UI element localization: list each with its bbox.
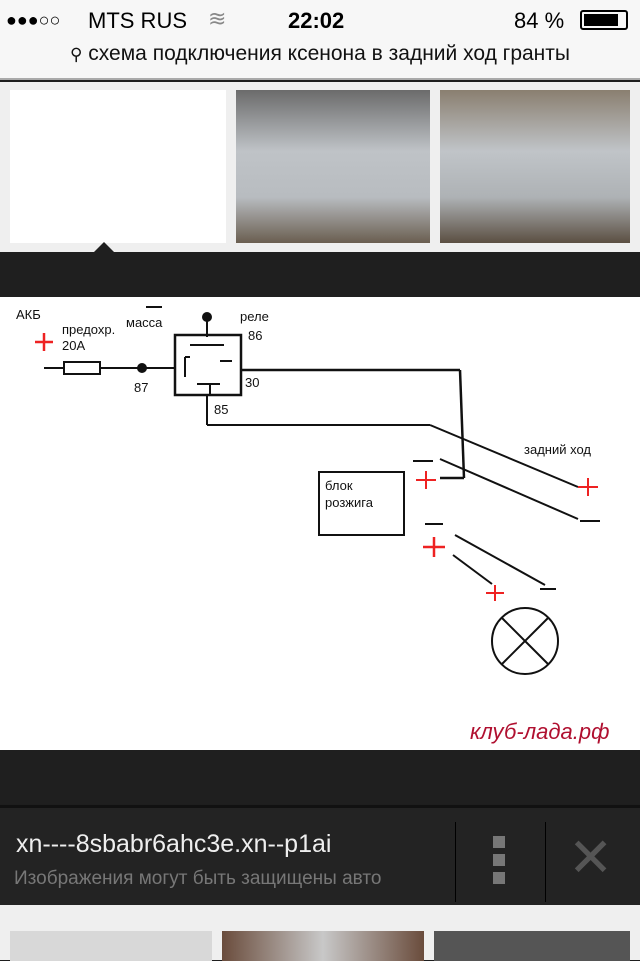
label-ignition-1: блок bbox=[325, 478, 353, 493]
divider bbox=[545, 822, 546, 902]
watermark: клуб-лада.рф bbox=[470, 719, 610, 744]
battery-icon bbox=[580, 10, 628, 30]
related-thumbnail[interactable] bbox=[10, 931, 212, 961]
related-images bbox=[0, 905, 640, 961]
label-ground: масса bbox=[126, 315, 163, 330]
more-options-icon[interactable] bbox=[493, 836, 505, 884]
search-icon: ⚲ bbox=[70, 45, 83, 64]
divider bbox=[455, 822, 456, 902]
search-query-bar[interactable]: ⚲ схема подключения ксенона в задний ход… bbox=[0, 36, 640, 80]
copyright-notice: Изображения могут быть защищены авто bbox=[14, 868, 382, 889]
search-query: схема подключения ксенона в задний ход г… bbox=[88, 42, 570, 65]
carrier: MTS RUS bbox=[88, 8, 187, 33]
thumbnail-car-2[interactable] bbox=[440, 90, 630, 243]
label-akb: АКБ bbox=[16, 307, 41, 322]
image-info-bar: xn----8sbabr6ahc3e.xn--p1ai Изображения … bbox=[0, 805, 640, 905]
source-domain[interactable]: xn----8sbabr6ahc3e.xn--p1ai bbox=[16, 830, 332, 858]
thumbnail-strip bbox=[0, 82, 640, 252]
label-fuse-rating: 20А bbox=[62, 338, 85, 353]
label-pin-30: 30 bbox=[245, 375, 259, 390]
thumbnail-car-1[interactable] bbox=[236, 90, 430, 243]
label-reverse: задний ход bbox=[524, 442, 591, 457]
wifi-icon: ≋ bbox=[208, 6, 227, 31]
main-image[interactable]: АКБ предохр. 20А масса реле 86 87 30 85 … bbox=[0, 297, 640, 750]
label-pin-85: 85 bbox=[214, 402, 228, 417]
label-ignition-2: розжига bbox=[325, 495, 374, 510]
status-bar: ●●●○○ MTS RUS ≋ 22:02 84 % bbox=[0, 0, 640, 36]
label-fuse: предохр. bbox=[62, 322, 115, 337]
clock: 22:02 bbox=[288, 8, 345, 33]
related-thumbnail[interactable] bbox=[434, 931, 630, 961]
signal-strength: ●●●○○ bbox=[6, 10, 61, 30]
thumbnail-diagram[interactable] bbox=[10, 90, 226, 243]
related-thumbnail[interactable] bbox=[222, 931, 424, 961]
battery-percent: 84 % bbox=[514, 8, 565, 33]
label-pin-86: 86 bbox=[248, 328, 262, 343]
selection-pointer bbox=[94, 232, 114, 252]
label-pin-87: 87 bbox=[134, 380, 148, 395]
label-relay: реле bbox=[240, 309, 269, 324]
close-icon[interactable]: ✕ bbox=[568, 828, 614, 888]
